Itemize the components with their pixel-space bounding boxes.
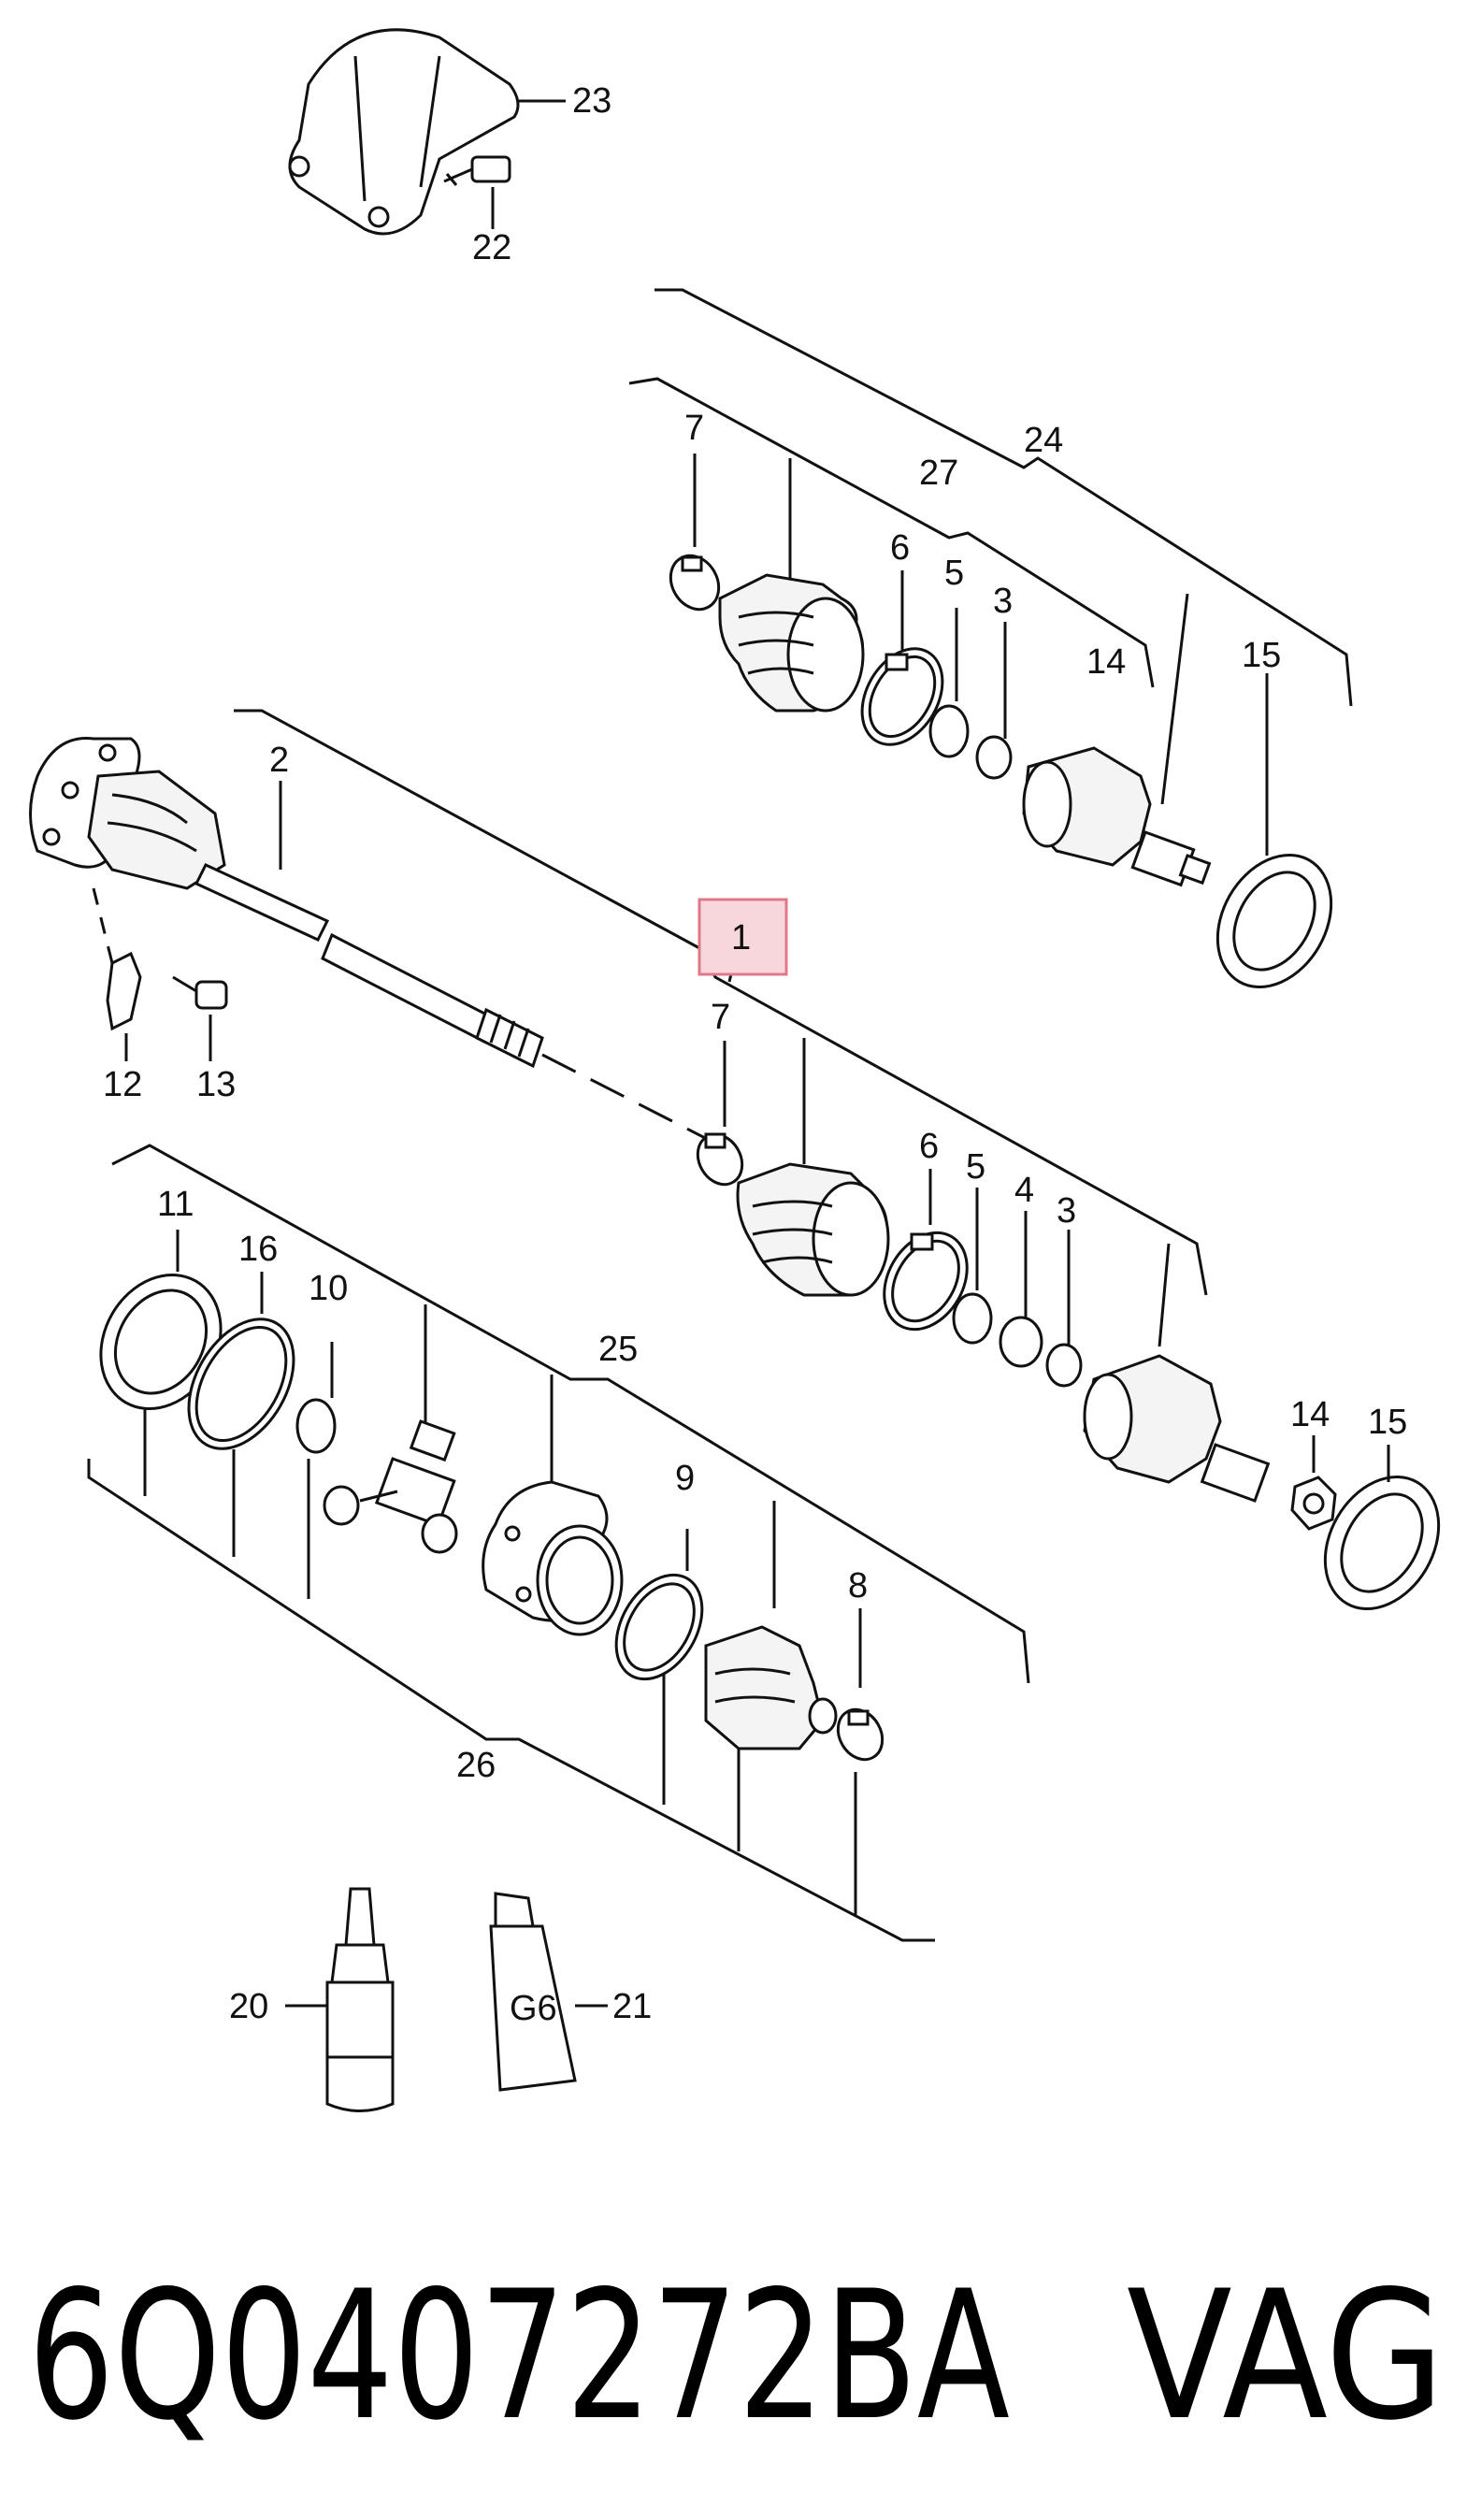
clamp-large-upper [860,647,944,746]
callout-15-upper: 15 [1242,636,1281,675]
callout-14-upper: 14 [1086,642,1126,682]
callout-10: 10 [309,1269,348,1308]
callout-21: 21 [612,1987,652,2026]
cv-joint-outer-upper [1022,746,1212,887]
callout-24: 24 [1024,421,1063,460]
circlip-upper [975,735,1013,780]
axle-nut [1290,1476,1337,1531]
drive-shaft-right [321,932,544,1069]
tripod-spider [323,1419,458,1554]
grease-label: G6 [510,1989,557,2028]
callout-7-upper: 7 [684,409,704,448]
callout-7-main: 7 [711,998,730,1037]
dished-washer-upper [928,704,970,758]
joint-housing [482,1480,624,1636]
callout-5-main: 5 [966,1147,985,1187]
callout-15-main: 15 [1368,1403,1407,1442]
drive-shaft-left [194,863,330,942]
caption-part-number: 6Q0407272BA [28,2253,1010,2459]
highlight-box [698,898,788,976]
clamp-large-lower [614,1573,704,1681]
bracket-24 [654,288,1353,707]
grease-tube: G6 [489,1892,577,2092]
callout-9: 9 [675,1459,695,1498]
dished-washer-main [952,1292,993,1345]
callout-12: 12 [103,1065,142,1104]
boot-lower [704,1625,838,1750]
callout-11: 11 [157,1185,194,1224]
heat-shield [288,28,520,236]
bracket-plate [106,951,142,1031]
clamp-small-upper [669,554,721,612]
o-ring [187,1318,295,1450]
heat-shield-bolt [443,155,511,186]
callout-6-upper: 6 [890,528,910,568]
thrust-ring [999,1316,1043,1368]
caption-brand: VAG [1127,2253,1445,2459]
sealant-bottle [325,1887,395,2112]
callout-20: 20 [229,1987,268,2026]
bracket-26 [87,1459,935,1942]
callout-14-main: 14 [1290,1395,1330,1434]
callout-27: 27 [919,454,958,493]
callout-13: 13 [196,1065,236,1104]
bracket-25 [111,1144,1030,1684]
boot-upper [718,573,865,713]
cv-joint-outer-main [1083,1354,1271,1503]
boot-main [736,1162,890,1297]
circlip-lower [295,1398,337,1454]
clamp-small-lower [836,1707,885,1762]
seal-ring-upper [1215,853,1333,989]
callout-26: 26 [456,1746,496,1785]
bracket-bolt [172,975,228,1010]
circlip-main [1045,1343,1083,1388]
callout-1: 1 [731,918,751,958]
callout-23: 23 [572,81,611,121]
boot-cap [99,1273,223,1411]
callout-5-upper: 5 [944,554,964,593]
callout-3-main: 3 [1057,1191,1076,1231]
callout-4: 4 [1014,1171,1034,1210]
callout-16: 16 [238,1230,278,1269]
seal-ring-main [1323,1475,1441,1611]
callout-8: 8 [848,1566,868,1606]
inner-cv-joint [29,737,226,890]
callout-3-upper: 3 [993,582,1013,621]
callout-2: 2 [269,741,289,780]
clamp-small-main [696,1132,744,1187]
callout-25: 25 [598,1330,638,1369]
clamp-large-main [883,1231,969,1332]
callout-22: 22 [472,228,511,267]
callout-6-main: 6 [919,1127,939,1166]
bracket-27 [628,377,1155,688]
